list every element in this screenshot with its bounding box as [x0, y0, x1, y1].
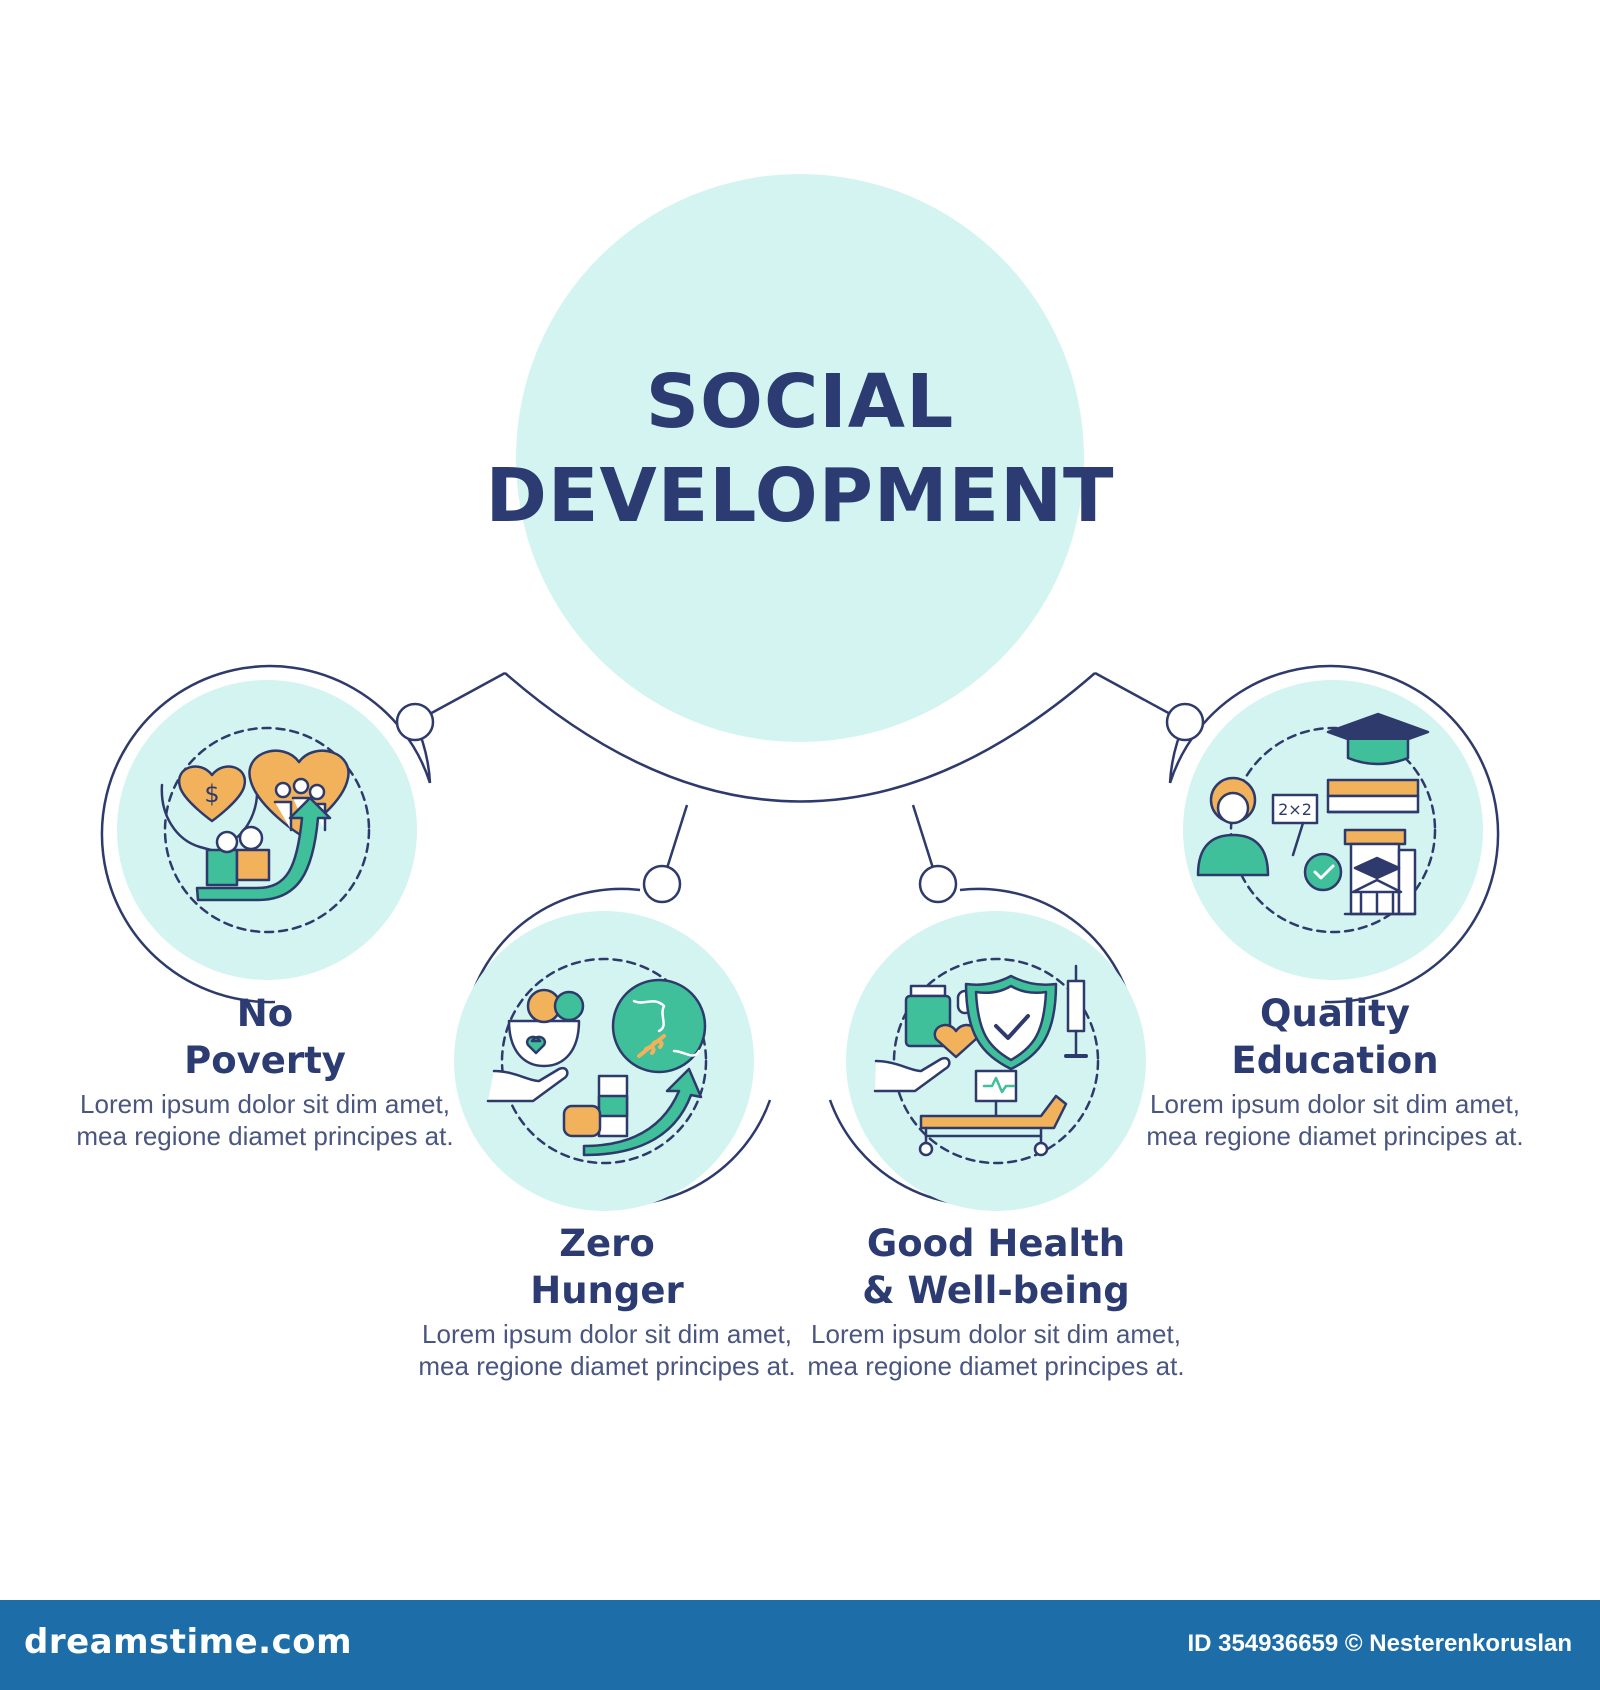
item-circle-zero-hunger — [454, 911, 754, 1211]
item-no-poverty: No Poverty Lorem ipsum dolor sit dim ame… — [75, 990, 455, 1152]
item-description: Lorem ipsum dolor sit dim amet, mea regi… — [1146, 1089, 1524, 1151]
title-line-1: SOCIAL — [645, 359, 955, 445]
footer-brand-logo[interactable]: dreamstime.com — [24, 1622, 353, 1662]
item-description: Lorem ipsum dolor sit dim amet, mea regi… — [807, 1319, 1185, 1381]
central-circle — [516, 174, 1084, 742]
item-title: No Poverty — [75, 990, 455, 1084]
footer-bar: dreamstime.com ID 354936659 © Nesterenko… — [0, 1600, 1600, 1690]
item-title: Quality Education — [1145, 990, 1525, 1084]
item-title: Zero Hunger — [417, 1220, 797, 1314]
item-title-line-2: Education — [1231, 1039, 1439, 1082]
item-title-line-2: Poverty — [184, 1039, 346, 1082]
node-left — [395, 702, 435, 742]
footer-image-id-credit: ID 354936659 © Nesterenkoruslan — [1187, 1630, 1572, 1657]
item-quality-education: Quality Education Lorem ipsum dolor sit … — [1145, 990, 1525, 1152]
item-title-line-2: Hunger — [530, 1269, 684, 1312]
item-title-line-2: & Well-being — [862, 1269, 1130, 1312]
item-description: Lorem ipsum dolor sit dim amet, mea regi… — [418, 1319, 796, 1381]
item-description: Lorem ipsum dolor sit dim amet, mea regi… — [76, 1089, 454, 1151]
node-mid-left — [642, 864, 682, 904]
svg-text:$: $ — [204, 780, 219, 808]
connector-arc — [504, 672, 1096, 803]
donation-family-growth-icon: $ — [160, 726, 371, 934]
food-globe-wheat-icon — [486, 957, 708, 1165]
item-title: Good Health & Well-being — [806, 1220, 1186, 1314]
title-line-2: DEVELOPMENT — [485, 453, 1115, 539]
item-title-line-1: Good Health — [866, 1222, 1126, 1265]
item-title-line-1: Zero — [559, 1222, 655, 1265]
node-mid-right — [918, 864, 958, 904]
item-title-line-1: Quality — [1260, 992, 1410, 1035]
item-good-health: Good Health & Well-being Lorem ipsum dol… — [806, 1220, 1186, 1382]
node-right — [1165, 702, 1205, 742]
teacher-graduation-school-icon: 2×2 — [1196, 712, 1437, 934]
medicine-shield-hospital-bed-icon — [873, 957, 1100, 1165]
item-circle-no-poverty — [117, 680, 417, 980]
item-title-line-1: No — [236, 992, 294, 1035]
svg-text:2×2: 2×2 — [1278, 800, 1312, 819]
item-zero-hunger: Zero Hunger Lorem ipsum dolor sit dim am… — [417, 1220, 797, 1382]
page-title: SOCIAL DEVELOPMENT — [400, 355, 1200, 543]
item-circle-quality-education — [1183, 680, 1483, 980]
